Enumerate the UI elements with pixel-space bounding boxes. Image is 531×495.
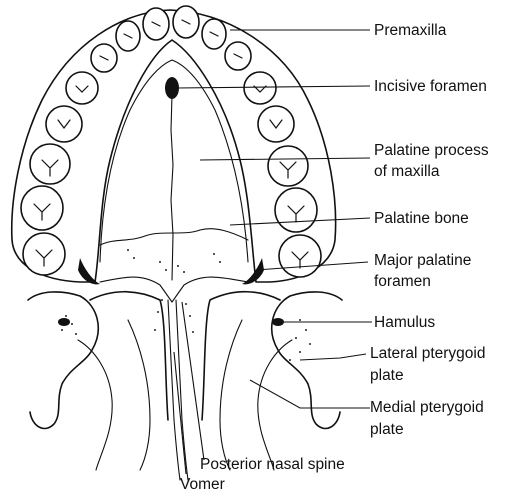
tooth-molar [279, 235, 321, 277]
tooth-premolar [46, 106, 82, 142]
hamulus-left-mark [58, 318, 70, 326]
tooth-molar [275, 188, 317, 232]
tooth-molar [30, 144, 70, 184]
labels: Premaxilla Incisive foramen Palatine pro… [180, 22, 489, 493]
label-major-palatine-foramen-2: foramen [374, 273, 431, 290]
teeth [21, 6, 321, 277]
tooth-molar [23, 233, 65, 275]
tooth-molar [268, 146, 308, 186]
tooth-premolar [258, 106, 294, 142]
label-premaxilla: Premaxilla [374, 22, 447, 39]
tooth-molar [21, 186, 63, 230]
label-lateral-pterygoid: Lateral pterygoid [370, 345, 485, 362]
major-palatine-foramen-right [242, 258, 264, 284]
label-major-palatine-foramen: Major palatine [374, 252, 471, 269]
label-medial-pterygoid: Medial pterygoid [370, 399, 484, 416]
tooth-premolar [244, 72, 276, 104]
label-lateral-pterygoid-2: plate [370, 367, 404, 384]
label-incisive-foramen: Incisive foramen [374, 78, 487, 95]
bone-stippling [61, 249, 311, 361]
label-palatine-process: Palatine process [374, 142, 489, 159]
label-palatine-process-2: of maxilla [374, 163, 440, 180]
label-medial-pterygoid-2: plate [370, 421, 404, 438]
label-palatine-bone: Palatine bone [374, 210, 469, 227]
tooth-premolar [66, 72, 98, 104]
label-hamulus: Hamulus [374, 314, 435, 331]
label-vomer: Vomer [180, 476, 225, 493]
label-posterior-nasal-spine: Posterior nasal spine [200, 456, 345, 473]
